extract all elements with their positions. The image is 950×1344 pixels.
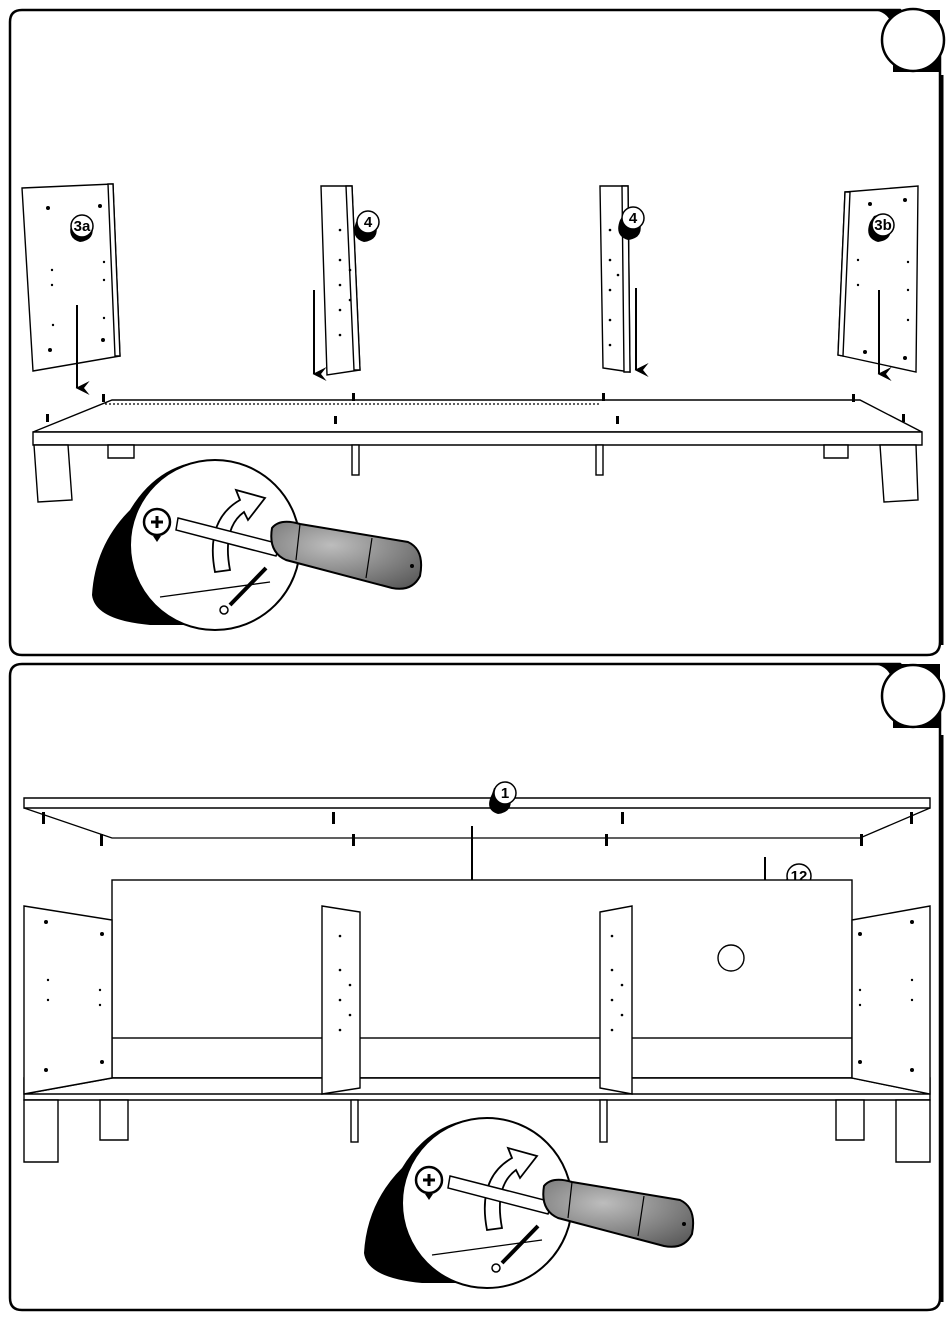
tool-callout-step-1 (92, 460, 421, 630)
svg-text:3a: 3a (74, 218, 91, 235)
svg-text:4: 4 (629, 210, 638, 227)
svg-text:3b: 3b (874, 217, 892, 234)
svg-text:1: 1 (501, 785, 509, 802)
step-number-badge-1 (870, 9, 944, 72)
part-label-4-left: 4 (354, 211, 379, 242)
svg-text:4: 4 (364, 214, 373, 231)
down-arrows-step-1 (77, 288, 879, 388)
part-label-1: 1 (489, 782, 516, 814)
tool-callout-step-2 (364, 1118, 693, 1288)
part-label-3a: 3a (70, 215, 93, 242)
panel-4-left-drawing (321, 186, 360, 375)
top-panel-1-drawing (24, 798, 930, 846)
step-number-badge-2 (870, 664, 944, 728)
panel-3a-drawing (22, 184, 120, 371)
